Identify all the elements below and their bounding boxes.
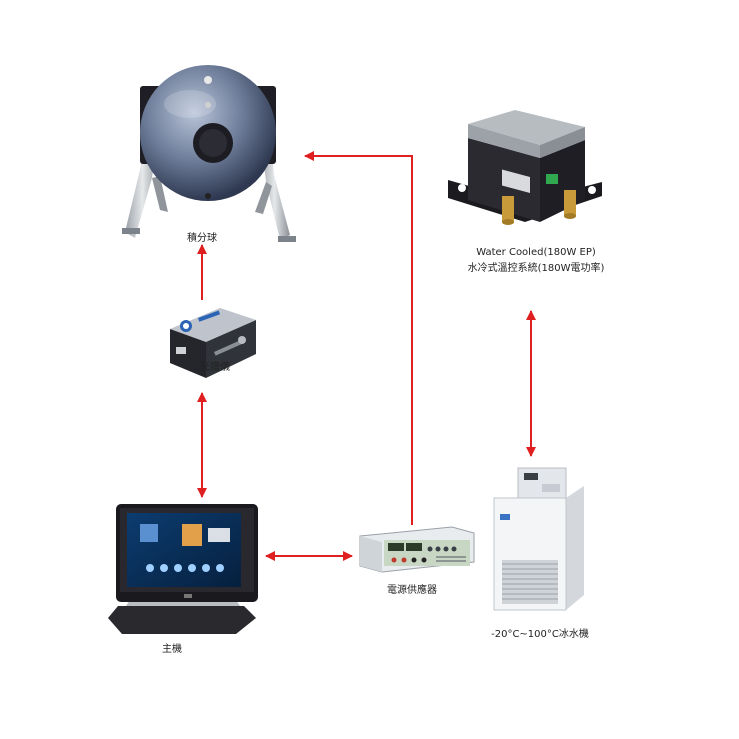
spectrometer-icon (170, 308, 256, 378)
connection-power-supply-to-sphere (304, 151, 413, 525)
sphere-label: 積分球 (187, 233, 217, 244)
water-cooled-label-zh: 水冷式溫控系統(180W電功率) (467, 263, 605, 274)
chiller-icon (493, 467, 584, 611)
computer-label: 主機 (162, 644, 182, 655)
power-supply-label: 電源供應器 (387, 585, 437, 596)
power-supply-icon (359, 526, 475, 573)
integrating-sphere-icon (122, 65, 296, 242)
spectrometer-label: 光譜儀 (200, 362, 230, 373)
temperature-control-stage-icon (448, 110, 602, 225)
computer-monitor-icon (108, 504, 258, 634)
water-cooled-label-en: Water Cooled(180W EP) (476, 247, 596, 258)
chiller-label: -20°C~100°C冰水機 (491, 629, 589, 640)
